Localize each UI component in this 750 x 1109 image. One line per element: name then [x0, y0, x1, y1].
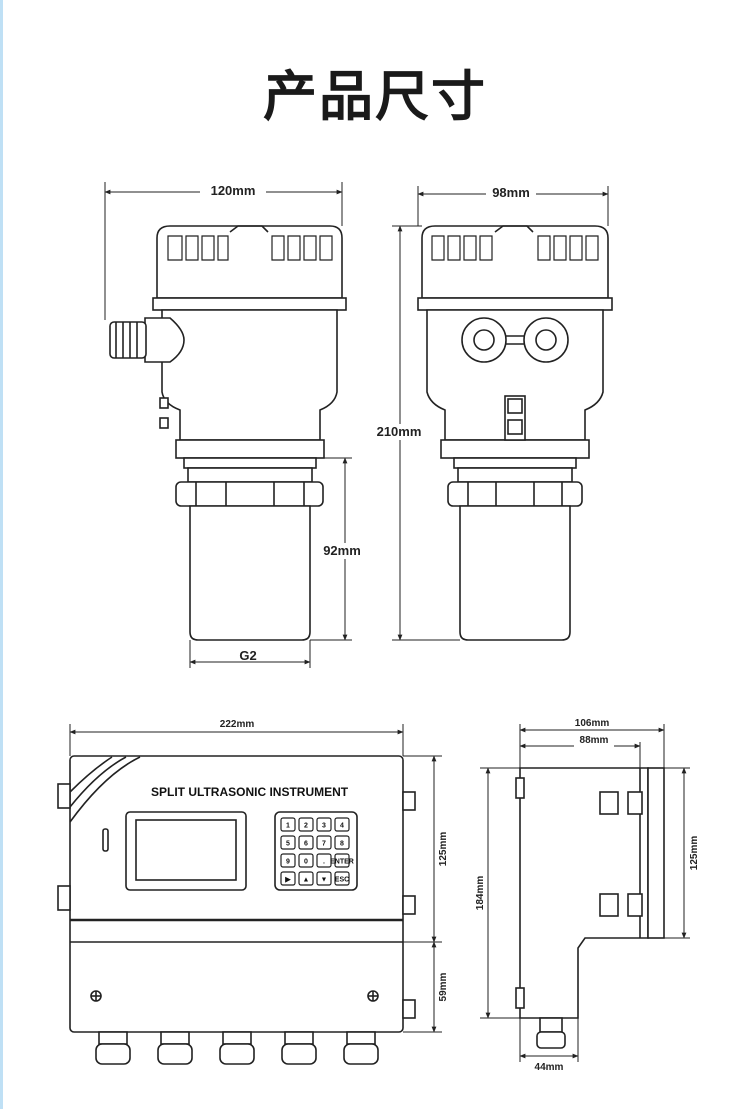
keypad-key-label: 6	[304, 841, 308, 848]
keypad-key-label: ▲	[303, 877, 310, 884]
keypad-key-label: ▼	[321, 877, 328, 884]
keypad-key-label: ESC	[335, 877, 349, 884]
side-outer-depth-label: 106mm	[575, 718, 610, 729]
keypad-key	[280, 853, 296, 868]
cable-glands	[95, 1031, 379, 1065]
controller-dimensions	[69, 724, 442, 1033]
keypad-key	[316, 871, 332, 886]
page-title: 产品尺寸	[263, 65, 487, 128]
keypad-key	[316, 835, 332, 850]
probe-length-label: 92mm	[323, 543, 361, 558]
side-height-label: 184mm	[475, 876, 486, 911]
panel-title: SPLIT ULTRASONIC INSTRUMENT	[151, 785, 349, 799]
keypad-key	[334, 817, 350, 832]
keypad-key-label: ▶	[284, 877, 291, 884]
keypad-key	[334, 853, 350, 868]
thread-label: G2	[239, 648, 256, 663]
side-inner-depth-label: 88mm	[580, 735, 609, 746]
keypad-key-label: 4	[340, 823, 344, 830]
keypad-key-label: 9	[286, 859, 290, 866]
controller-width-label: 222mm	[220, 719, 255, 730]
keypad-key	[280, 871, 296, 886]
keypad-key	[334, 835, 350, 850]
keypad-key-label: 7	[322, 841, 326, 848]
probe-height-label: 210mm	[377, 424, 422, 439]
controller-lower-height-label: 59mm	[438, 972, 449, 1001]
probe-width-label: 120mm	[211, 183, 256, 198]
keypad-key-label: 1	[286, 823, 290, 830]
keypad-key	[298, 871, 314, 886]
keypad-key	[298, 835, 314, 850]
keypad-key-label: 0	[304, 859, 308, 866]
controller-side-view	[515, 767, 665, 1049]
left-edge-line	[0, 0, 3, 1109]
side-bottom-label: 44mm	[535, 1062, 564, 1073]
keypad-key	[316, 853, 332, 868]
keypad-key	[280, 835, 296, 850]
keypad-key-label: ENTER	[330, 859, 354, 866]
keypad-key-label: 8	[340, 841, 344, 848]
keypad-key	[280, 817, 296, 832]
controller-upper-height-label: 125mm	[438, 832, 449, 867]
keypad-key	[316, 817, 332, 832]
keypad-key-label: 5	[286, 841, 290, 848]
probe-front-view	[109, 225, 347, 641]
controller-front-view	[57, 755, 416, 1065]
keypad-key-label: .	[323, 859, 325, 866]
keypad-key-label: 2	[304, 823, 308, 830]
keypad-key	[298, 853, 314, 868]
keypad: 1 2 3 4 5 6 7 8 9 0. ENTER ▶ ▲ ▼ ESC	[280, 817, 354, 886]
probe-side-view	[417, 225, 613, 641]
keypad-key	[298, 817, 314, 832]
keypad-key	[334, 871, 350, 886]
probe-depth-label: 98mm	[492, 185, 530, 200]
side-front-height-label: 125mm	[689, 836, 700, 871]
keypad-key-label: 3	[322, 823, 326, 830]
